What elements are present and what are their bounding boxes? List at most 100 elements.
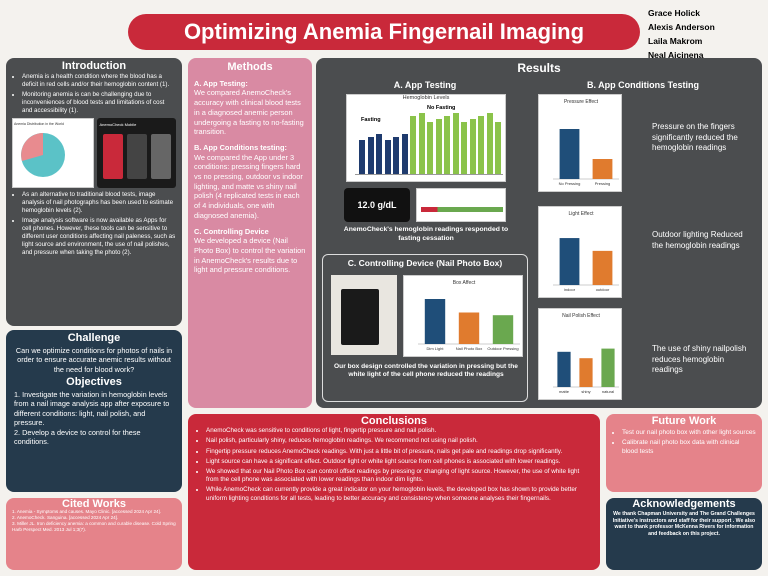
future-heading: Future Work [651, 415, 717, 427]
hb-bar [384, 140, 391, 174]
pie-title: Anemia Distribution in the World [14, 122, 64, 126]
light-chart: Light Effect indoor outdoor [538, 206, 622, 298]
category-label: outdoor [596, 287, 610, 292]
bar [559, 238, 580, 285]
chart-title: Light Effect [569, 211, 595, 217]
hb-bar [359, 140, 365, 174]
method-b-text: We compared the App under 3 conditions: … [194, 152, 303, 220]
cited-works-panel: Cited Works 1. Anemia - Symptoms and cau… [6, 498, 182, 570]
bar [557, 351, 571, 387]
methods-heading: Methods [227, 61, 273, 73]
hb-bar [418, 113, 425, 174]
category-label: Outdoor Pressing [487, 346, 518, 351]
introduction-heading: Introduction [61, 60, 127, 72]
challenge-text: Can we optimize conditions for photos of… [15, 345, 173, 374]
pressure-effect-chart: Pressure Effect No Pressing Pressing [553, 99, 619, 186]
author: Neal Aicinena [648, 50, 704, 60]
method-c-title: C. Controlling Device [194, 226, 269, 236]
fasting-label: Fasting [361, 117, 381, 123]
chart-title: Pressure Effect [564, 99, 599, 105]
intro-figures: Anemia Distribution in the World AnemoCh… [12, 118, 176, 188]
hb-bar [401, 134, 408, 174]
citation: 3. Miller JL. Iron deficiency anemia: a … [12, 521, 176, 532]
category-label: Pressing [595, 181, 611, 186]
light-text: Outdoor lighting Reduced the hemoglobin … [652, 230, 743, 250]
bar [579, 358, 593, 387]
results-heading: Results [517, 61, 561, 75]
category-label: matte [559, 389, 570, 394]
app-screenshot: AnemoCheck Mobile [96, 118, 176, 188]
reference-range-figure [416, 188, 506, 222]
hb-bar [444, 116, 450, 174]
chart-title: Box Affect [453, 280, 476, 286]
author: Laila Makrom [648, 36, 703, 46]
method-b-title: B. App Conditions testing: [194, 142, 287, 152]
results-a-heading: A. App Testing [393, 80, 457, 90]
hb-bar [393, 137, 399, 174]
pie-chart [21, 133, 65, 177]
conclusion-item: Nail polish, particularly shiny, reduces… [206, 437, 592, 445]
conclusion-item: We showed that our Nail Photo Box can co… [206, 468, 592, 484]
results-c-heading: C. Controlling Device (Nail Photo Box) [347, 258, 503, 268]
conclusion-item: While AnemoCheck can currently provide a… [206, 486, 592, 502]
future-work-panel: Future Work Test our nail photo box with… [606, 414, 762, 492]
light-effect-chart: Light Effect indoor outdoor [553, 211, 619, 292]
cited-heading: Cited Works [62, 498, 126, 510]
objective-item: 1. Investigate the variation in hemoglob… [14, 389, 170, 428]
bar [424, 299, 446, 344]
no-fasting-label: No Fasting [427, 105, 456, 111]
method-a-title: A. App Testing: [194, 78, 248, 88]
results-a-caption: AnemoCheck's hemoglobin readings respond… [343, 226, 509, 242]
bar [559, 129, 580, 179]
category-label: Nail Photo Box [456, 346, 482, 351]
bar [458, 312, 480, 344]
hb-bar [367, 137, 374, 174]
citation: 2. AnemoCheck. Sanguina. [accessed 2024 … [12, 515, 119, 520]
hb-bar [376, 134, 382, 174]
hb-bar [435, 119, 442, 174]
method-c-text: We developed a device (Nail Photo Box) t… [194, 236, 306, 275]
hb-bar [478, 116, 484, 174]
nail-photo-box-image [331, 275, 397, 355]
ack-heading: Acknowledgements [632, 498, 736, 510]
polish-text: The use of shiny nailpolish reduces hemo… [652, 344, 747, 374]
introduction-panel: Introduction Anemia is a health conditio… [6, 58, 182, 326]
results-c-caption: Our box design controlled the variation … [334, 363, 518, 379]
objectives-heading: Objectives [66, 376, 122, 388]
chart-title: Nail Polish Effect [562, 313, 600, 319]
future-item: Test our nail photo box with other light… [622, 429, 756, 438]
hb-bar [486, 113, 493, 174]
ack-text: We thank Chapman University and The Gran… [612, 510, 756, 538]
intro-bullet: Anemia is a health condition where the b… [22, 73, 176, 89]
hb-bar [469, 119, 476, 174]
acknowledgements-panel: Acknowledgements We thank Chapman Univer… [606, 498, 762, 570]
method-a-text: We compared AnemoCheck's accuracy with c… [194, 88, 304, 137]
reading-value: 12.0 g/dL [357, 200, 397, 210]
intro-bullet: As an alternative to traditional blood t… [22, 191, 176, 215]
reading-gauge: 12.0 g/dL [344, 188, 410, 222]
intro-bullet: Image analysis software is now available… [22, 217, 176, 257]
bar [592, 250, 613, 285]
app-name: AnemoCheck Mobile [99, 122, 137, 127]
hb-bar [452, 113, 459, 174]
conclusion-item: Light source can have a significant effe… [206, 458, 592, 466]
pressure-chart: Pressure Effect No Pressing Pressing [538, 94, 622, 192]
hb-bar [461, 122, 467, 174]
category-label: No Pressing [559, 181, 581, 186]
author: Alexis Anderson [648, 22, 715, 32]
results-b-heading: B. App Conditions Testing [587, 80, 699, 90]
author-list: Grace Holick Alexis Anderson Laila Makro… [648, 6, 715, 62]
poster-title: Optimizing Anemia Fingernail Imaging Con… [128, 14, 640, 80]
challenge-panel: Challenge Can we optimize conditions for… [6, 330, 182, 492]
conclusions-panel: Conclusions AnemoCheck was sensitive to … [188, 414, 600, 570]
category-label: shiny [581, 389, 590, 394]
future-item: Calibrate nail photo box data with clini… [622, 439, 756, 456]
results-c-box: C. Controlling Device (Nail Photo Box) B… [322, 254, 528, 402]
pie-chart-figure: Anemia Distribution in the World [12, 118, 94, 188]
category-label: indoor [564, 287, 576, 292]
objective-item: 2. Develop a device to control for these… [14, 427, 141, 447]
